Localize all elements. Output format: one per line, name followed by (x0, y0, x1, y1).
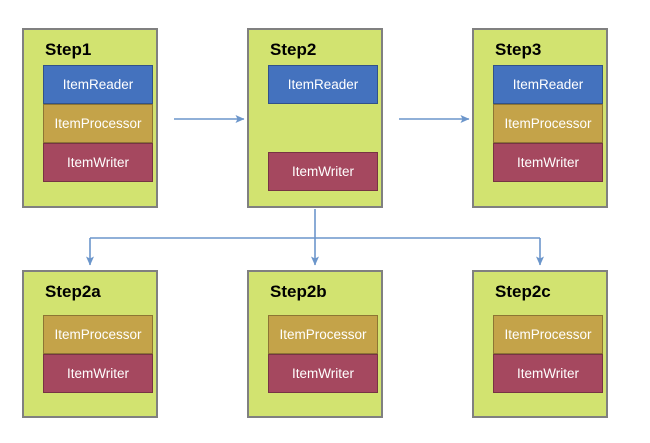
component-itemwriter-step2a[interactable]: ItemWriter (43, 354, 153, 393)
component-itemprocessor-step2c[interactable]: ItemProcessor (493, 315, 603, 354)
step-box-step3[interactable]: Step3 ItemReader ItemProcessor ItemWrite… (472, 28, 608, 208)
step-box-step2a[interactable]: Step2a ItemProcessor ItemWriter (22, 270, 158, 418)
component-itemprocessor-step3[interactable]: ItemProcessor (493, 104, 603, 143)
step-title-step2: Step2 (270, 40, 317, 59)
component-itemprocessor-step2b[interactable]: ItemProcessor (268, 315, 378, 354)
component-itemwriter-step1[interactable]: ItemWriter (43, 143, 153, 182)
component-itemwriter-step2[interactable]: ItemWriter (268, 152, 378, 191)
component-itemwriter-step2b[interactable]: ItemWriter (268, 354, 378, 393)
component-itemreader-step3[interactable]: ItemReader (493, 65, 603, 104)
component-itemwriter-step2c[interactable]: ItemWriter (493, 354, 603, 393)
component-itemwriter-step3[interactable]: ItemWriter (493, 143, 603, 182)
step-title-step2c: Step2c (495, 282, 551, 301)
component-itemprocessor-step1[interactable]: ItemProcessor (43, 104, 153, 143)
component-itemreader-step1[interactable]: ItemReader (43, 65, 153, 104)
step-box-step2b[interactable]: Step2b ItemProcessor ItemWriter (247, 270, 383, 418)
step-box-step2c[interactable]: Step2c ItemProcessor ItemWriter (472, 270, 608, 418)
step-title-step3: Step3 (495, 40, 542, 59)
step-box-step2[interactable]: Step2 ItemReader ItemWriter (247, 28, 383, 208)
step-title-step1: Step1 (45, 40, 92, 59)
component-itemreader-step2[interactable]: ItemReader (268, 65, 378, 104)
step-title-step2a: Step2a (45, 282, 101, 301)
component-itemprocessor-step2a[interactable]: ItemProcessor (43, 315, 153, 354)
step-box-step1[interactable]: Step1 ItemReader ItemProcessor ItemWrite… (22, 28, 158, 208)
step-title-step2b: Step2b (270, 282, 327, 301)
